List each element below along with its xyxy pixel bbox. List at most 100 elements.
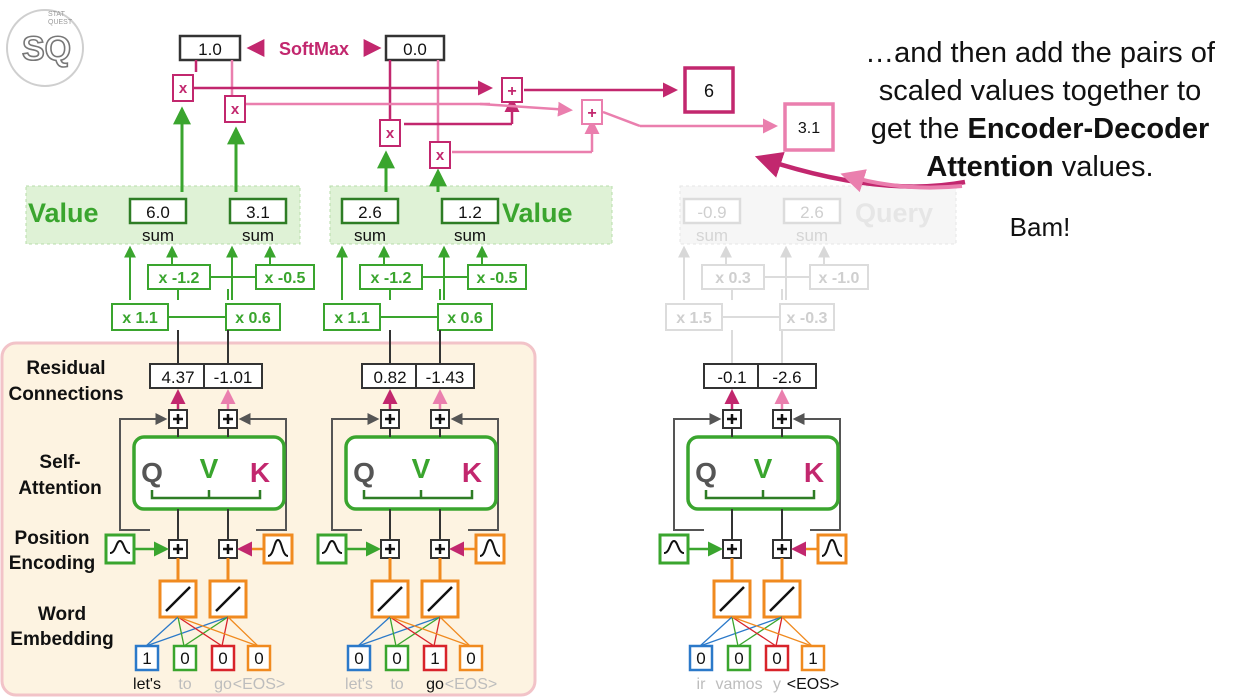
- sum-label-enc1-1: sum: [242, 226, 274, 245]
- onehot-wire-enc1-1-0: [177, 616, 185, 647]
- weight-top-box-enc2-0: [359, 264, 423, 290]
- onehot-enc2-0: 0: [354, 649, 363, 668]
- qvk-bracket-dec: [704, 490, 816, 500]
- onehot-wire-dec-0-0: [699, 616, 733, 647]
- word-dec-2: y: [773, 676, 781, 693]
- onehot-wire-enc1-3-0: [177, 616, 259, 647]
- v-letter-enc1: V: [200, 453, 219, 484]
- onehot-wire-enc1-0-0: [145, 616, 179, 647]
- weight-top-enc1-0: x -1.2: [159, 270, 200, 287]
- sine-wave-icon-enc1: [109, 539, 131, 554]
- label-word-embedding-1: Word: [38, 604, 86, 625]
- onehot-wire-enc2-2-0: [389, 616, 435, 647]
- weight-bottom-box-dec-1: [779, 303, 835, 331]
- onehot-box-enc1-3: [246, 644, 272, 672]
- onehot-wire-enc2-1-0: [389, 616, 397, 647]
- residual-enc2-1: -1.43: [426, 368, 465, 387]
- word-dec-1: vamos: [715, 676, 762, 693]
- sum-label-enc2-0: sum: [354, 226, 386, 245]
- sum-label-enc2-1: sum: [454, 226, 486, 245]
- onehot-dec-1: 0: [734, 649, 743, 668]
- word-dec-0: ir: [697, 676, 707, 693]
- value-enc1-0: 6.0: [146, 203, 170, 222]
- bam-text: Bam!: [1010, 212, 1071, 242]
- word-enc1-1: to: [178, 676, 191, 693]
- onehot-box-enc2-0: [346, 644, 372, 672]
- weight-bottom-box-enc1-1: [225, 303, 281, 331]
- weight-bottom-dec-1: x -0.3: [787, 310, 828, 327]
- bypass-right-enc1: [238, 413, 287, 531]
- caption-line4-suffix: values.: [1054, 151, 1154, 183]
- output-value-2: 3.1: [798, 120, 820, 137]
- caption-line1: …and then add the pairs of: [865, 37, 1216, 69]
- onehot-enc1-0: 1: [142, 649, 151, 668]
- multiplier-2: x: [231, 101, 240, 118]
- caption-line3-bold: Encoder-Decoder: [968, 113, 1210, 145]
- softmax-left-box: [178, 34, 242, 62]
- onehot-wire-enc2-0-1: [357, 616, 441, 647]
- value-box-dec-0: [682, 197, 742, 225]
- value-enc2-1: 1.2: [458, 203, 482, 222]
- onehot-box-enc2-2: [422, 644, 448, 672]
- label-position-2: Encoding: [9, 553, 96, 574]
- value-label-2: Value: [502, 198, 573, 228]
- onehot-wire-dec-3-0: [731, 616, 813, 647]
- value-box-enc2-1: [440, 197, 500, 225]
- residual-box-enc1-1: [203, 363, 263, 389]
- sum-label-enc1-0: sum: [142, 226, 174, 245]
- weight-top-box-enc1-1: [255, 264, 315, 290]
- onehot-wire-enc1-1-1: [183, 616, 229, 647]
- weight-top-enc1-1: x -0.5: [265, 270, 306, 287]
- adders: + +: [501, 77, 603, 125]
- output-box-1: [683, 66, 735, 114]
- onehot-wire-dec-2-1: [775, 616, 783, 647]
- onehot-wire-dec-1-0: [731, 616, 739, 647]
- weight-top-dec-0: x 0.3: [715, 270, 751, 287]
- word-enc1-0: let's: [133, 676, 161, 693]
- sum-label-dec-1: sum: [796, 226, 828, 245]
- weight-top-dec-1: x -1.0: [819, 270, 860, 287]
- q-letter-enc2: Q: [353, 457, 375, 488]
- pe-wave-box-enc1-sin: [104, 533, 136, 565]
- k-letter-enc2: K: [462, 457, 482, 488]
- label-self-attention-2: Attention: [18, 478, 101, 499]
- qvk-bracket-enc2: [362, 490, 474, 500]
- label-residual-1: Residual: [26, 358, 105, 379]
- value-dec-0: -0.9: [697, 203, 726, 222]
- bypass-right-dec: [792, 413, 841, 531]
- label-self-attention-1: Self-: [39, 452, 80, 473]
- multiplier-3: x: [386, 125, 395, 142]
- onehot-wire-enc2-1-1: [395, 616, 441, 647]
- pe-wave-box-dec-sin: [658, 533, 690, 565]
- bypass-left-dec: [673, 413, 722, 531]
- linear-icon-enc1-1: [215, 586, 241, 612]
- onehot-wire-enc1-0-1: [145, 616, 229, 647]
- value-box-enc2-0: [340, 197, 400, 225]
- value-label-1: Value: [28, 198, 99, 228]
- residual-box-enc2-0: [361, 363, 419, 389]
- word-enc2-0: let's: [345, 676, 373, 693]
- caption-line3-prefix: get the: [871, 113, 968, 145]
- residual-enc1-0: 4.37: [161, 368, 194, 387]
- onehot-enc2-3: 0: [466, 649, 475, 668]
- value-dec-1: 2.6: [800, 203, 824, 222]
- linear-icon-dec-0: [719, 586, 745, 612]
- side-labels: Residual Connections Self- Attention Pos…: [8, 358, 123, 650]
- logo-text: SQ: [22, 30, 71, 68]
- weight-bottom-box-enc2-1: [437, 303, 493, 331]
- label-word-embedding-2: Embedding: [10, 629, 113, 650]
- word-enc2-1: to: [390, 676, 403, 693]
- sine-wave-icon-dec: [663, 539, 685, 554]
- linear-icon-dec-1: [769, 586, 795, 612]
- query-label: Query: [855, 198, 933, 228]
- onehot-enc2-1: 0: [392, 649, 401, 668]
- weight-bottom-box-enc1-0: [111, 303, 169, 331]
- softmax-row: 1.0 0.0 SoftMax: [178, 34, 446, 62]
- output-box-2: [783, 102, 835, 152]
- onehot-wire-dec-0-1: [699, 616, 783, 647]
- qvk-bracket-enc1: [150, 490, 262, 500]
- onehot-wire-enc1-2-0: [177, 616, 223, 647]
- bell-wave-icon-enc2: [479, 538, 501, 557]
